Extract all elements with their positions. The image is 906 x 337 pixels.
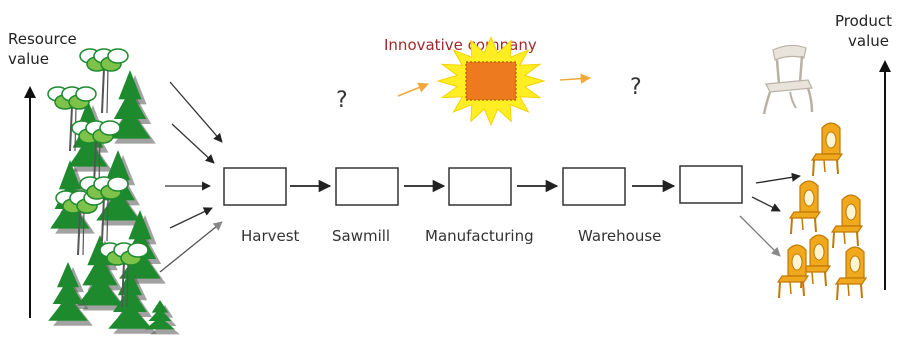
forest-arrow-4 xyxy=(169,207,213,229)
question-mark-right: ? xyxy=(630,75,642,100)
value-chain: Harvest Sawmill Manufacturing Warehouse xyxy=(223,165,743,245)
forest-to-harvest-arrows xyxy=(159,81,223,273)
forest-illustration xyxy=(47,48,180,335)
gold-chair xyxy=(788,180,822,235)
deciduous-tree xyxy=(71,120,121,186)
gold-chair xyxy=(834,246,868,301)
harvest-box xyxy=(223,167,287,206)
gold-chair xyxy=(810,122,844,177)
forest-arrow-5 xyxy=(159,221,223,273)
deciduous-tree xyxy=(99,242,149,308)
warehouse-label: Warehouse xyxy=(578,227,661,245)
innovative-company: Innovative company xyxy=(384,36,592,126)
manufacturing-box xyxy=(448,167,512,206)
deciduous-tree xyxy=(79,176,129,242)
harvest-label: Harvest xyxy=(241,227,300,245)
resource-value-axis: Resource value xyxy=(8,30,77,318)
chair-arrow-3 xyxy=(739,215,781,257)
deciduous-tree xyxy=(47,86,97,152)
conifer-tree xyxy=(145,300,180,335)
deciduous-tree xyxy=(79,48,129,114)
sawmill-label: Sawmill xyxy=(332,227,390,245)
arrow-out-of-innovative-company xyxy=(559,73,592,84)
sawmill-box xyxy=(335,167,399,206)
distribution-box xyxy=(679,165,743,204)
question-mark-left: ? xyxy=(336,88,348,113)
warehouse-box xyxy=(562,167,626,206)
innovative-chair-illustration xyxy=(762,44,814,115)
gold-chair xyxy=(830,194,864,249)
chair-arrow-1 xyxy=(755,172,801,184)
chair-arrow-2 xyxy=(751,196,781,212)
arrow-into-innovative-company xyxy=(397,82,429,97)
gold-chairs-illustration xyxy=(776,122,868,301)
resource-label-line2: value xyxy=(8,50,49,68)
innovative-company-box xyxy=(465,61,517,101)
conifer-tree xyxy=(48,262,93,326)
forest-arrow-1 xyxy=(169,81,223,143)
innovative-company-label: Innovative company xyxy=(384,36,537,54)
resource-label-line1: Resource xyxy=(8,30,77,48)
gold-chair xyxy=(798,234,832,289)
gold-chair xyxy=(776,244,810,299)
forest-arrow-2 xyxy=(171,123,215,164)
product-label-line1: Product xyxy=(835,12,892,30)
product-label-line2: value xyxy=(848,32,889,50)
distribution-to-chairs-arrows xyxy=(739,172,801,257)
product-value-axis: Product value xyxy=(835,12,892,290)
manufacturing-label: Manufacturing xyxy=(425,227,534,245)
deciduous-tree xyxy=(55,190,105,256)
